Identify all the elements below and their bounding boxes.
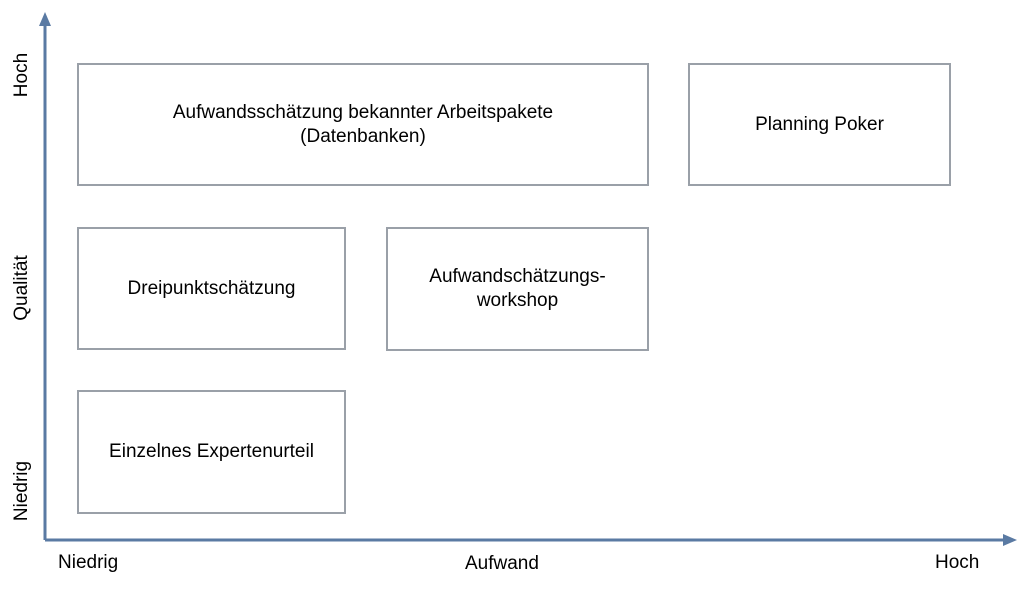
box-label: Aufwandschätzungs- workshop	[429, 266, 606, 311]
x-axis-high-label: Hoch	[935, 552, 980, 573]
box-aufwandsschaetzung-datenbanken: Aufwandsschätzung bekannter Arbeitspaket…	[77, 63, 649, 186]
box-label: Einzelnes Expertenurteil	[109, 441, 314, 462]
box-label: Planning Poker	[755, 113, 884, 135]
box-label: Dreipunktschätzung	[127, 277, 296, 299]
y-axis-high-label: Hoch	[11, 52, 32, 98]
y-axis-title: Qualität	[11, 255, 32, 321]
x-axis-title: Aufwand	[465, 553, 539, 574]
box-planning-poker: Planning Poker	[688, 63, 951, 186]
x-axis-arrow-icon	[1003, 534, 1017, 546]
box-dreipunktschaetzung: Dreipunktschätzung	[77, 227, 346, 350]
box-einzelnes-expertenurteil: Einzelnes Expertenurteil	[77, 390, 346, 514]
y-axis-arrow-icon	[39, 12, 51, 26]
box-aufwandschaetzungs-workshop: Aufwandschätzungs- workshop	[386, 227, 649, 351]
y-axis-low-label: Niedrig	[11, 460, 32, 522]
box-label: Aufwandsschätzung bekannter Arbeitspaket…	[172, 101, 554, 147]
x-axis-low-label: Niedrig	[58, 552, 119, 573]
